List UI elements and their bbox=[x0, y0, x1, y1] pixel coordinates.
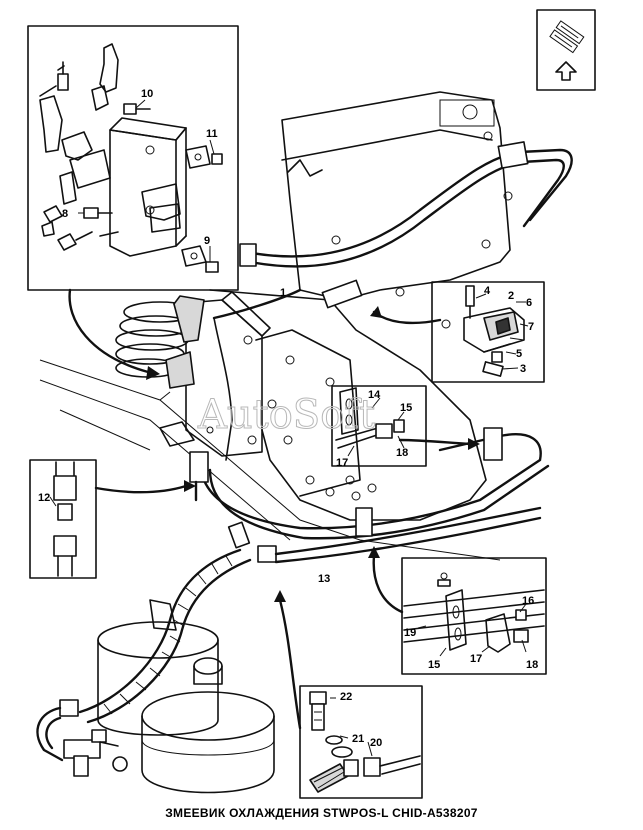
callout-1: 1 bbox=[280, 287, 286, 299]
callout-labels: 10 11 8 9 1 4 2 6 7 5 3 14 15 17 18 12 1… bbox=[38, 88, 538, 749]
callout-11: 11 bbox=[206, 128, 218, 140]
engine-transmission-body bbox=[39, 91, 513, 561]
cooling-lines bbox=[189, 141, 573, 564]
inset-fitting bbox=[29, 459, 97, 579]
callout-17-lower: 17 bbox=[470, 653, 482, 665]
callout-16: 16 bbox=[522, 595, 534, 607]
callout-3: 3 bbox=[520, 363, 526, 375]
callout-18-center: 18 bbox=[396, 447, 408, 459]
callout-15-lower: 15 bbox=[428, 659, 440, 671]
callout-14: 14 bbox=[368, 389, 381, 401]
callout-21: 21 bbox=[352, 733, 364, 745]
callout-13: 13 bbox=[318, 573, 330, 585]
watermark: AutoSoft bbox=[197, 392, 375, 438]
inset-connector bbox=[299, 685, 423, 799]
callout-15-center: 15 bbox=[400, 402, 412, 414]
inset-pipe-clamp bbox=[431, 281, 545, 383]
callout-7: 7 bbox=[528, 321, 534, 333]
callout-6: 6 bbox=[526, 297, 532, 309]
callout-4: 4 bbox=[484, 285, 491, 297]
callout-18-lower: 18 bbox=[526, 659, 538, 671]
callout-20: 20 bbox=[370, 737, 382, 749]
orientation-icon bbox=[536, 9, 596, 91]
callout-8: 8 bbox=[62, 208, 68, 220]
callout-19: 19 bbox=[404, 627, 416, 639]
inset-clamp-center bbox=[331, 385, 427, 467]
callout-10: 10 bbox=[141, 88, 153, 100]
callout-2: 2 bbox=[508, 290, 514, 302]
inset-lower-clamp bbox=[401, 557, 547, 675]
callout-12: 12 bbox=[38, 492, 50, 504]
callout-5: 5 bbox=[516, 348, 522, 360]
arrows bbox=[68, 288, 480, 730]
callout-17-center: 17 bbox=[336, 457, 348, 469]
inset-bracket-assembly bbox=[27, 25, 239, 291]
callout-9: 9 bbox=[204, 235, 210, 247]
diagram-caption: ЗМЕЕВИК ОХЛАЖДЕНИЯ STWPOS-L CHID-A538207 bbox=[165, 806, 478, 820]
braided-hose-and-tank bbox=[36, 548, 275, 794]
callout-22: 22 bbox=[340, 691, 352, 703]
